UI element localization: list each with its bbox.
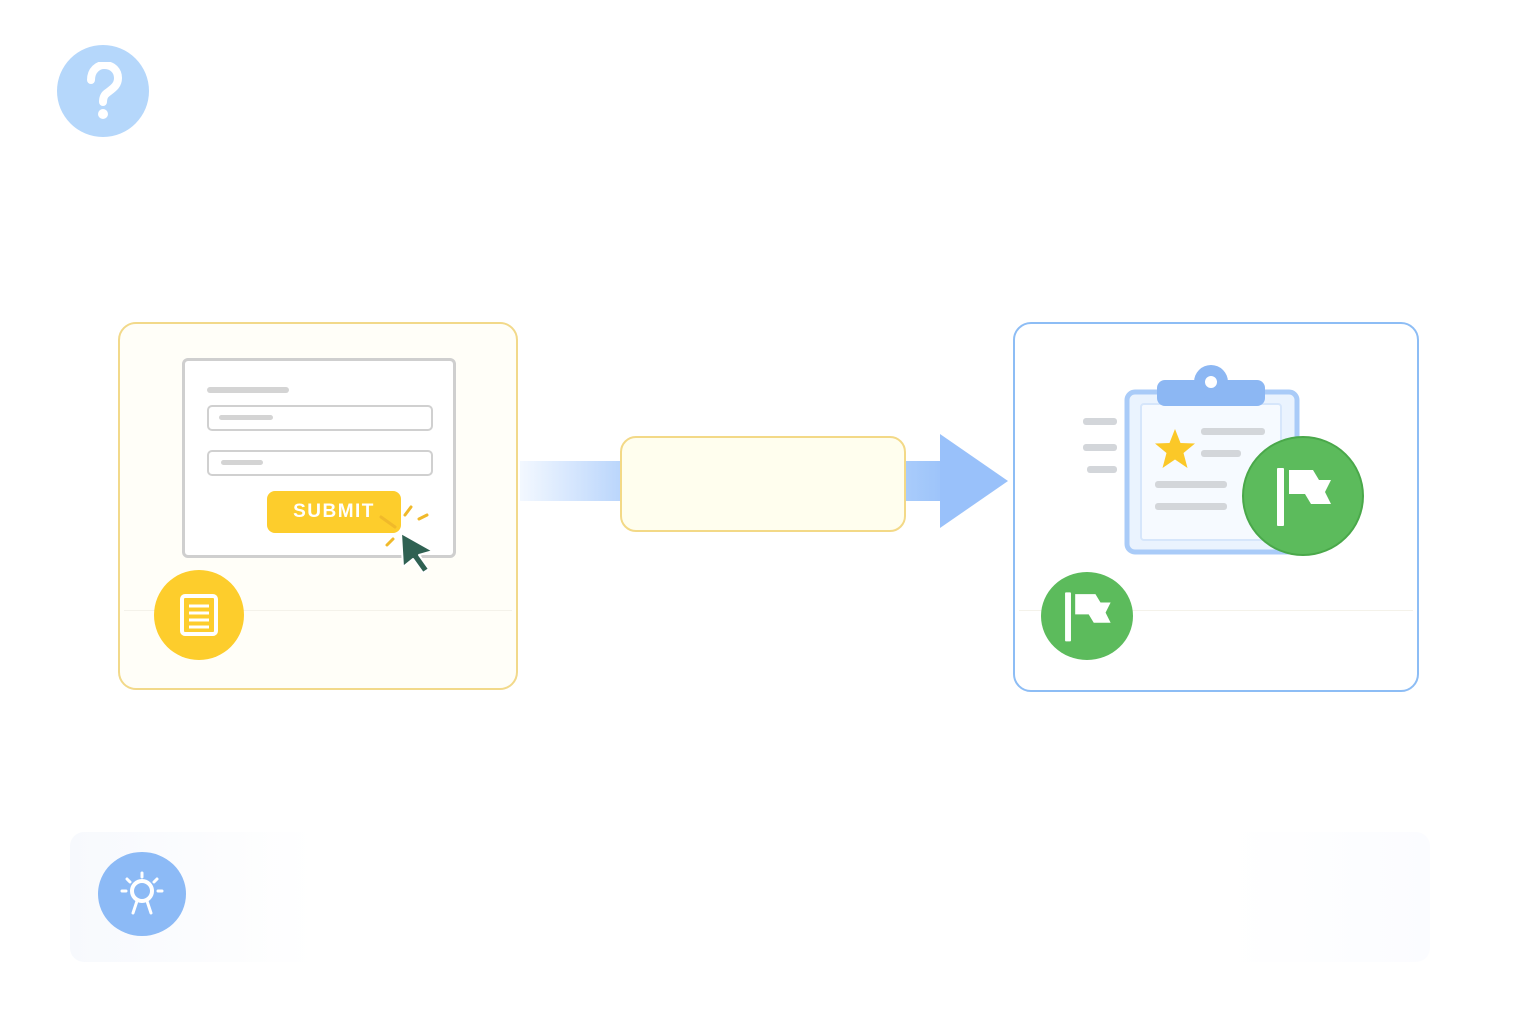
form-field-2[interactable] [207, 450, 433, 476]
form-mockup: SUBMIT [182, 358, 456, 574]
tip-banner [70, 832, 1430, 962]
motion-line [1083, 418, 1117, 425]
card-divider [124, 610, 512, 611]
flag-badge-small [1041, 572, 1133, 660]
connector-left-segment [520, 461, 623, 501]
form-title-placeholder [207, 387, 289, 393]
click-sparks [379, 505, 429, 547]
connector-right-segment [905, 461, 945, 501]
mouse-pointer-icon [400, 532, 434, 574]
lightbulb-icon [120, 871, 164, 915]
tip-text [310, 872, 1370, 922]
flag-icon [1277, 468, 1331, 526]
card-divider [1019, 610, 1413, 611]
arrow-right-icon [940, 434, 1008, 528]
document-icon [180, 594, 218, 636]
flag-badge-large [1242, 436, 1364, 556]
form-step-card: SUBMIT [118, 322, 518, 690]
result-step-card [1013, 322, 1419, 692]
process-step-box [620, 436, 906, 532]
star-icon [1155, 429, 1195, 468]
motion-line [1083, 444, 1117, 451]
form-field-1[interactable] [207, 405, 433, 431]
question-mark-icon [87, 62, 123, 119]
submit-button[interactable]: SUBMIT [267, 491, 401, 533]
motion-line [1087, 466, 1117, 473]
help-badge[interactable] [57, 45, 149, 137]
flag-icon [1065, 592, 1111, 642]
lightbulb-badge [98, 852, 186, 936]
document-badge [154, 570, 244, 660]
